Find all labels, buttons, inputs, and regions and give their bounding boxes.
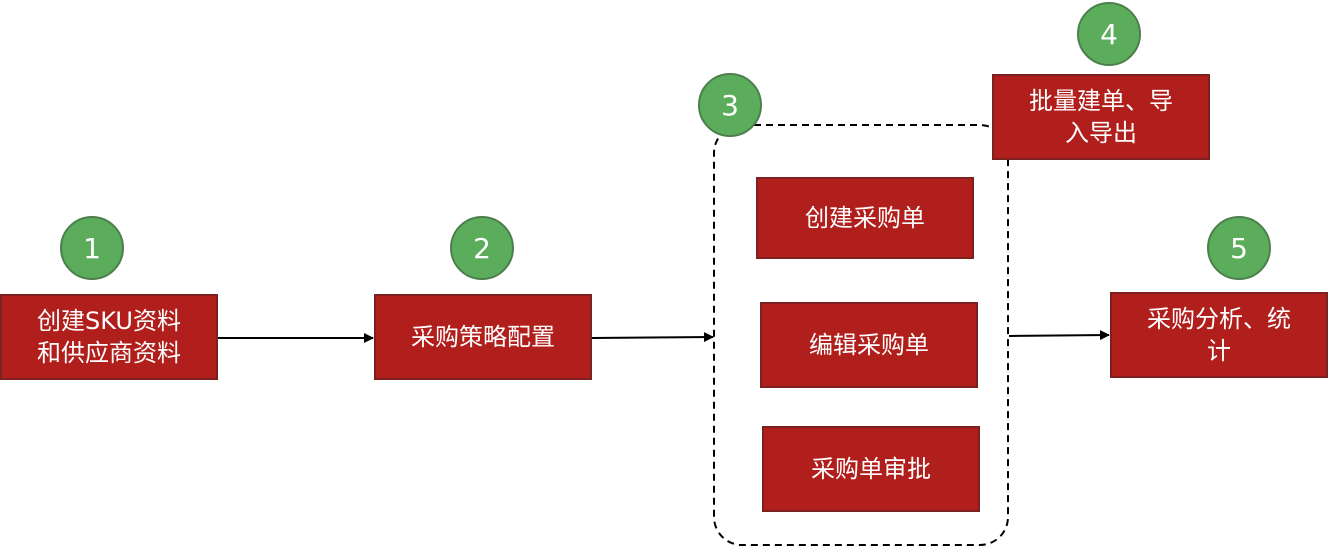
arrow-step3-to-step5 <box>1008 330 1110 341</box>
step-number-badge-2: 2 <box>450 216 514 280</box>
step-purchase-strategy-config: 采购策略配置 <box>374 294 592 380</box>
step-create-purchase-order: 创建采购单 <box>756 177 974 259</box>
step-approve-purchase-order: 采购单审批 <box>762 426 980 512</box>
step-number-badge-4: 4 <box>1077 2 1141 66</box>
step-number-badge-3: 3 <box>698 73 762 137</box>
step-number-badge-1: 1 <box>60 216 124 280</box>
arrow-step2-to-step3 <box>591 332 714 343</box>
step-edit-purchase-order: 编辑采购单 <box>760 302 978 388</box>
step-purchase-analysis-stats: 采购分析、统 计 <box>1110 292 1328 378</box>
step-batch-create-import-export: 批量建单、导 入导出 <box>992 74 1210 160</box>
step-number-badge-5: 5 <box>1207 216 1271 280</box>
step-create-sku-and-supplier: 创建SKU资料 和供应商资料 <box>0 294 218 380</box>
step-3-group-frame <box>713 124 1009 546</box>
